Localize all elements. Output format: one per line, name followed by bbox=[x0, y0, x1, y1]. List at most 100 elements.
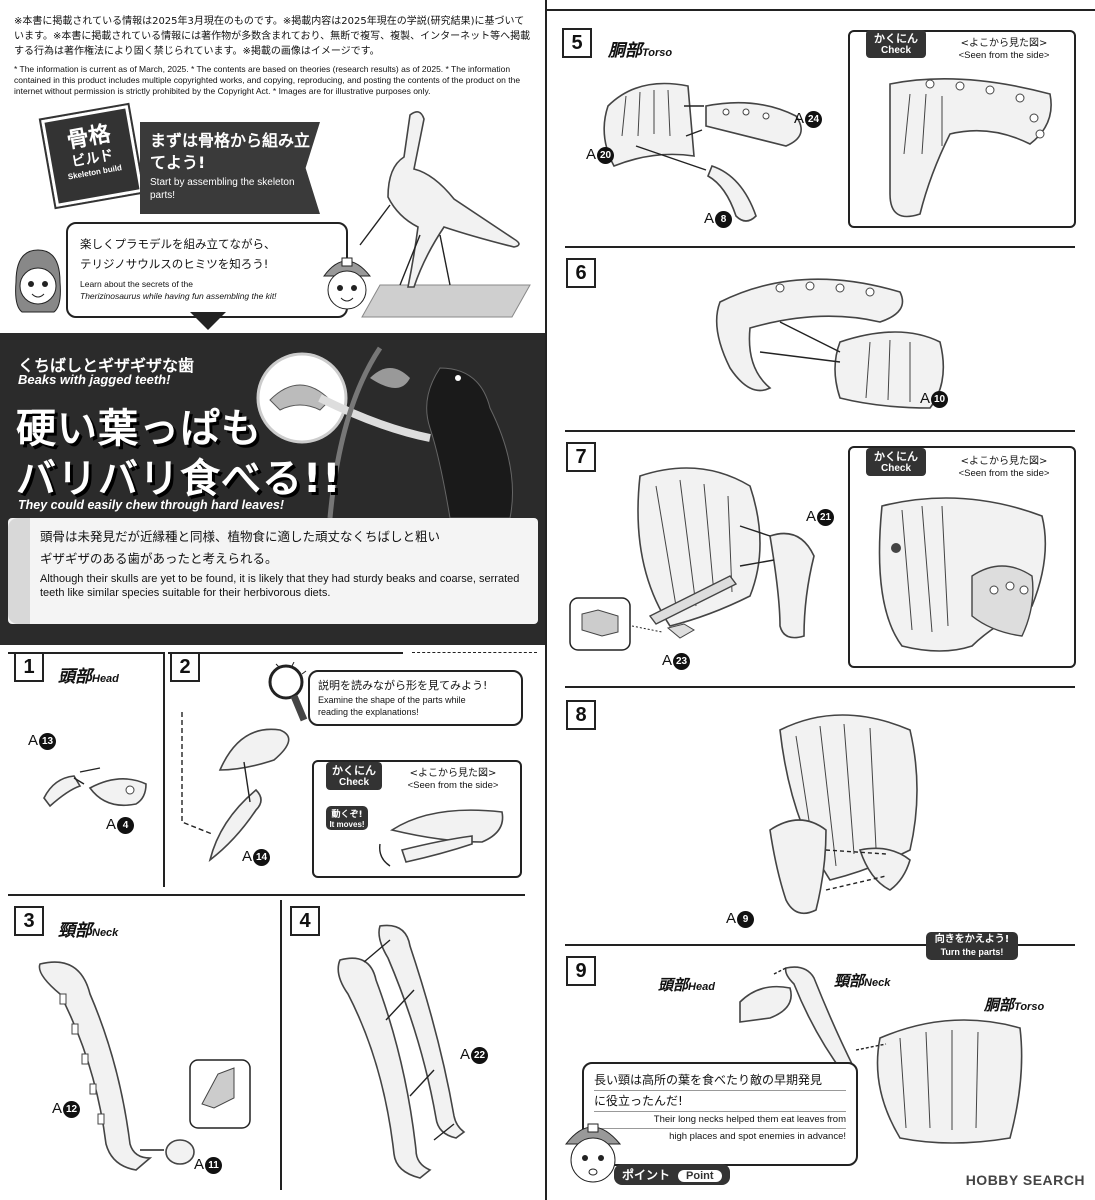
step2-seen-en: <Seen from the side> bbox=[407, 780, 499, 791]
step2-seen-side: <よこから見た図><Seen from the side> bbox=[388, 768, 518, 792]
step1-title-ja: 頭部 bbox=[58, 667, 92, 687]
step1-part-a4-letter: A bbox=[106, 816, 117, 833]
speech-line2: テリジノサウルスのヒミツを知ろう! bbox=[80, 257, 269, 271]
banner-japanese: まずは骨格から組み立てよう! bbox=[150, 131, 311, 172]
step9-point-en2: high places and spot enemies in advance! bbox=[669, 1131, 846, 1142]
step9-point-ja1: 長い頸は高所の葉を食べたり敵の早期発見 bbox=[594, 1070, 846, 1091]
step1-title-en: Head bbox=[92, 673, 119, 685]
step2-check-head-illustration bbox=[379, 809, 504, 867]
step9-point-tag-ja: ポイント bbox=[622, 1168, 671, 1182]
step1-part-a13-num: 13 bbox=[39, 732, 57, 750]
step9-torso-ja: 胴部 bbox=[984, 996, 1015, 1014]
notes-english: * The information is current as of March… bbox=[14, 64, 521, 96]
step7-small-part-callout bbox=[569, 597, 695, 651]
step6-part-a10-num: 10 bbox=[931, 390, 949, 408]
step8-torso-assembly-illustration bbox=[769, 714, 918, 915]
step3-part-a12-num: 12 bbox=[63, 1100, 81, 1118]
feature-body-en: Although their skulls are yet to be foun… bbox=[40, 573, 520, 599]
step7-number: 7 bbox=[566, 442, 596, 472]
step1-top-rule bbox=[8, 652, 163, 654]
step6-top-rule bbox=[565, 246, 1075, 248]
step7-check-torso-illustration bbox=[878, 497, 1047, 652]
step7-check-en: Check bbox=[880, 463, 911, 474]
step5-part-a8-num: 8 bbox=[715, 210, 733, 228]
step1-number: 1 bbox=[14, 652, 44, 682]
step2-number: 2 bbox=[170, 652, 200, 682]
step7-seen-side: <よこから見た図><Seen from the side> bbox=[934, 456, 1074, 480]
step2-moves-ja: 動くぞ! bbox=[331, 810, 363, 820]
step3-title: 頸部Neck bbox=[58, 916, 118, 941]
step7-part-a21-num: 21 bbox=[817, 508, 835, 526]
step9-head-en: Head bbox=[688, 981, 715, 993]
step4-neck-halves-illustration bbox=[337, 924, 466, 1179]
girl-character-icon bbox=[15, 249, 61, 313]
step5-part-a24-num: 24 bbox=[805, 110, 823, 128]
step9-turn-ja: 向きをかえよう! bbox=[934, 934, 1010, 945]
step3-neck-illustration bbox=[38, 961, 251, 1171]
step9-number: 9 bbox=[566, 956, 596, 986]
step9-point-ja2: に役立ったんだ! bbox=[594, 1091, 846, 1112]
step6-rib-illustration bbox=[715, 278, 945, 409]
step9-head-ja: 頭部 bbox=[658, 976, 689, 994]
magnifier-icon bbox=[268, 662, 308, 722]
step2-tip-en1: Examine the shape of the parts while bbox=[318, 695, 466, 705]
step9-neck-en: Neck bbox=[864, 977, 891, 989]
watermark: HOBBY SEARCH bbox=[965, 1172, 1085, 1188]
step1-title: 頭部Head bbox=[58, 662, 119, 687]
step2-part-a14-num: 14 bbox=[253, 848, 271, 866]
feature-body-ja1: 頭骨は未発見だが近縁種と同様、植物食に適した頑丈なくちばしと粗い bbox=[40, 529, 441, 544]
step1-part-a4-num: 4 bbox=[117, 816, 135, 834]
skeleton-build-badge: 骨格 ビルド Skeleton build bbox=[38, 102, 146, 210]
top-rule bbox=[545, 9, 1095, 11]
step5-torso-illustration bbox=[603, 82, 802, 222]
step2-check-en: Check bbox=[338, 777, 369, 788]
boy-character-icon bbox=[323, 257, 372, 310]
feature-big-english: They could easily chew through hard leav… bbox=[18, 498, 285, 512]
step2-seen-ja: <よこから見た図> bbox=[409, 768, 497, 779]
step1-part-a13-letter: A bbox=[28, 732, 39, 749]
step9-neck-ja: 頸部 bbox=[834, 972, 865, 990]
scroll-curl bbox=[8, 518, 30, 624]
step5-seen-ja: <よこから見た図> bbox=[960, 38, 1048, 49]
feature-scroll: 頭骨は未発見だが近縁種と同様、植物食に適した頑丈なくちばしと粗い ギザギザのある… bbox=[8, 518, 538, 624]
step9-turn-en: Turn the parts! bbox=[940, 947, 1004, 957]
step9-final-assembly-illustration bbox=[739, 966, 1023, 1144]
step7-torso-assembly-illustration bbox=[637, 467, 815, 639]
step2-top-rule bbox=[168, 652, 403, 654]
step5-title: 胴部Torso bbox=[608, 36, 672, 61]
step3-divider bbox=[280, 900, 282, 1190]
step7-part-a23-num: 23 bbox=[673, 652, 691, 670]
step5-part-a20-num: 20 bbox=[597, 146, 615, 164]
notes-japanese: ※本書に掲載されている情報は2025年3月現在のものです。※掲載内容は2025年… bbox=[14, 16, 531, 57]
step9-point-en1: Their long necks helped them eat leaves … bbox=[594, 1112, 846, 1129]
skeleton-model-illustration bbox=[359, 111, 531, 318]
step2-tip-bubble: 説明を読みながら形を見てみよう! Examine the shape of th… bbox=[308, 670, 523, 726]
step2-tip-en2: reading the explanations! bbox=[318, 707, 419, 717]
step3-part-a11-num: 11 bbox=[205, 1156, 223, 1174]
step5-check-en: Check bbox=[880, 45, 911, 56]
step3-title-en: Neck bbox=[92, 927, 119, 939]
boy-character-point-icon bbox=[564, 1123, 622, 1183]
step3-number: 3 bbox=[14, 906, 44, 936]
step2-tip-ja: 説明を読みながら形を見てみよう! bbox=[318, 679, 488, 692]
step9-point-tag-en: Point bbox=[678, 1170, 722, 1182]
step9-neck-label: 頸部Neck bbox=[834, 970, 890, 991]
step9-head-label: 頭部Head bbox=[658, 974, 715, 995]
feature-body-ja2: ギザギザのある歯があったと考えられる。 bbox=[40, 551, 278, 566]
step6-number: 6 bbox=[566, 258, 596, 288]
intro-banner: まずは骨格から組み立てよう! Start by assembling the s… bbox=[140, 122, 320, 214]
step8-number: 8 bbox=[566, 700, 596, 730]
